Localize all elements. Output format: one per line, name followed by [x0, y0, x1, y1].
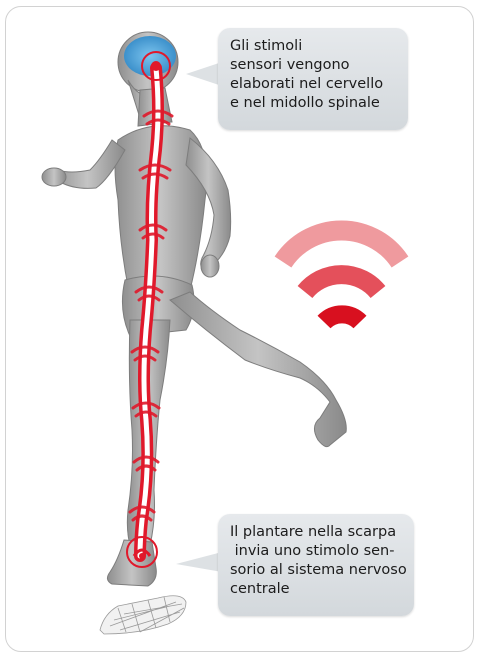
callout-brain-line-1: Gli stimoli: [230, 37, 398, 56]
callout-brain-line-3: elaborati nel cervello: [230, 75, 398, 94]
callout-brain-line-4: e nel midollo spinale: [230, 94, 398, 113]
callout-foot-line-4: centrale: [230, 580, 404, 599]
callout-foot: Il plantare nella scarpa invia uno stimo…: [218, 514, 414, 616]
callout-foot-line-2: invia uno stimolo sen-: [230, 542, 404, 561]
callout-top-pointer: [186, 62, 222, 86]
callout-brain-line-2: sensori vengono: [230, 56, 398, 75]
callout-foot-line-1: Il plantare nella scarpa: [230, 523, 404, 542]
wireless-waves: [283, 230, 400, 322]
insole-wireframe: [100, 596, 186, 634]
callout-bottom-pointer: [176, 552, 222, 572]
brain: [124, 36, 176, 76]
callout-brain: Gli stimoli sensori vengono elaborati ne…: [218, 28, 408, 130]
callout-foot-line-3: sorio al sistema nervoso: [230, 561, 404, 580]
